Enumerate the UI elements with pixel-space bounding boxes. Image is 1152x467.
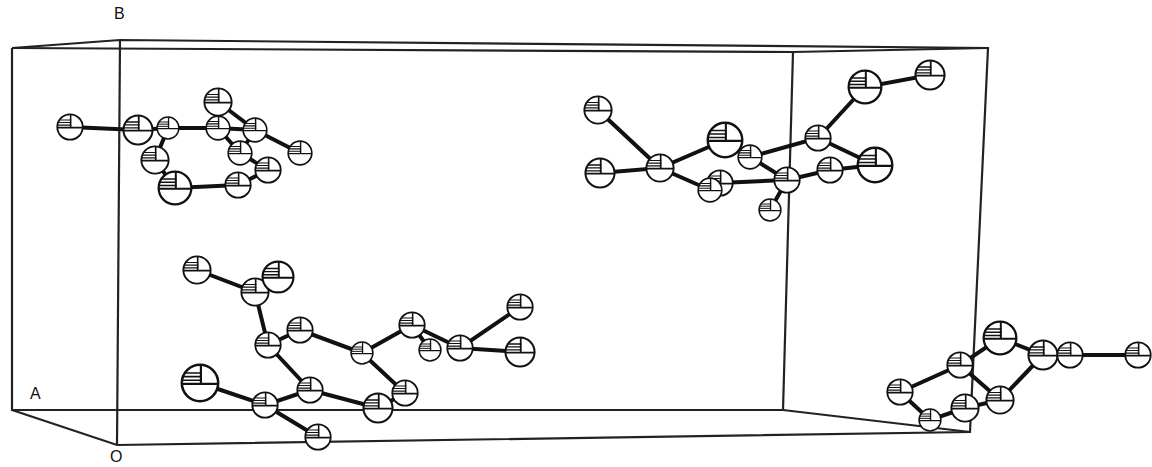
molecule: [57, 88, 312, 204]
molecule: [584, 60, 944, 220]
molecule: [887, 322, 1150, 431]
axis-label: A: [30, 386, 41, 402]
molecule: [182, 256, 535, 449]
axis-label: O: [110, 449, 122, 465]
unit-cell: [12, 40, 988, 445]
axis-label: B: [114, 6, 125, 22]
